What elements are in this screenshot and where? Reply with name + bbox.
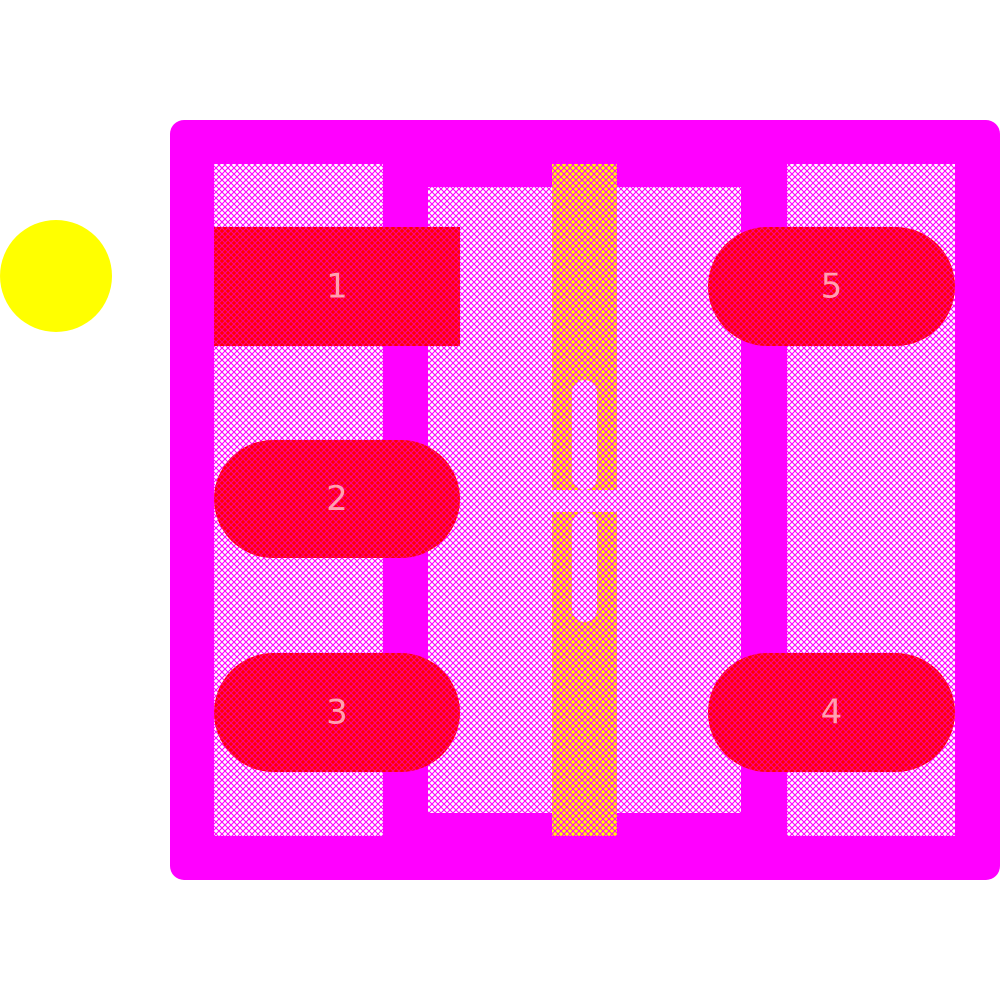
pad-1-hatch: [214, 227, 460, 346]
pad-3-label: 3: [326, 693, 348, 733]
center-strip-hatch: [552, 164, 617, 836]
pad-1-label: 1: [326, 267, 348, 307]
pad-1[interactable]: 1: [214, 227, 460, 346]
pad-2[interactable]: 2: [214, 440, 460, 558]
pad-4[interactable]: 4: [708, 653, 955, 772]
pad-4-label: 4: [821, 693, 843, 733]
pad-2-hatch: [214, 440, 460, 558]
pad-3-hatch: [214, 653, 460, 772]
pad-5-label: 5: [821, 267, 843, 307]
pad-5[interactable]: 5: [708, 227, 955, 346]
pad-3[interactable]: 3: [214, 653, 460, 772]
pad-2-label: 2: [326, 479, 348, 519]
pad-4-hatch: [708, 653, 955, 772]
pin1-marker-dot: [0, 220, 112, 332]
pad-5-hatch: [708, 227, 955, 346]
